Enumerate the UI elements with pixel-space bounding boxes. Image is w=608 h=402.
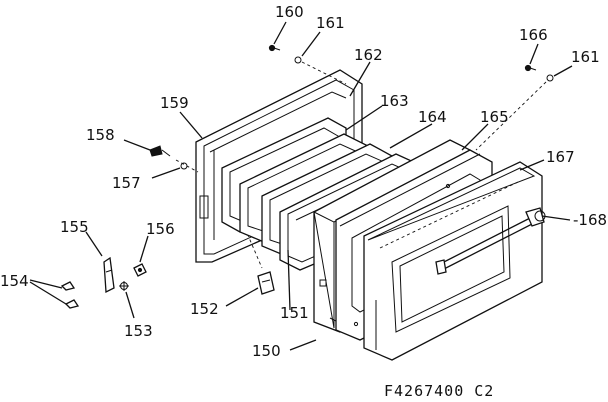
label-156: 156	[146, 220, 175, 238]
label-153: 153	[124, 322, 153, 340]
leader-lines	[29, 21, 573, 351]
label-150: 150	[252, 342, 281, 360]
hinge-bracket-152	[257, 271, 275, 295]
washer-157	[175, 159, 199, 173]
label-158: 158	[86, 126, 115, 144]
nut-156	[133, 263, 147, 277]
screw-160	[268, 44, 281, 52]
label-161-right: 161	[571, 48, 600, 66]
lock-washer-153	[119, 281, 129, 291]
label-167: 167	[546, 148, 575, 166]
label-166: 166	[519, 26, 548, 44]
drawing-code: F4267400 C2	[384, 382, 494, 400]
part-labels: 160 161 162 163 164 165 166 161 167 -168…	[0, 3, 607, 360]
label-151: 151	[280, 304, 309, 322]
label-152: 152	[190, 300, 219, 318]
label-157: 157	[112, 174, 141, 192]
label-164: 164	[418, 108, 447, 126]
washer-161a	[294, 56, 347, 85]
washer-161b	[475, 74, 554, 151]
screw-166	[524, 64, 537, 72]
label-168: -168	[573, 211, 607, 229]
label-155: 155	[60, 218, 89, 236]
hinge-155	[103, 256, 115, 294]
label-163: 163	[380, 92, 409, 110]
label-154: 154	[0, 272, 29, 290]
label-160: 160	[275, 3, 304, 21]
label-162: 162	[354, 46, 383, 64]
label-165: 165	[480, 108, 509, 126]
label-159: 159	[160, 94, 189, 112]
door-handle-168	[435, 207, 546, 275]
label-161-left: 161	[316, 14, 345, 32]
outer-door-panel-167	[363, 161, 543, 361]
screw-158	[149, 145, 171, 157]
screws-154	[60, 281, 80, 309]
